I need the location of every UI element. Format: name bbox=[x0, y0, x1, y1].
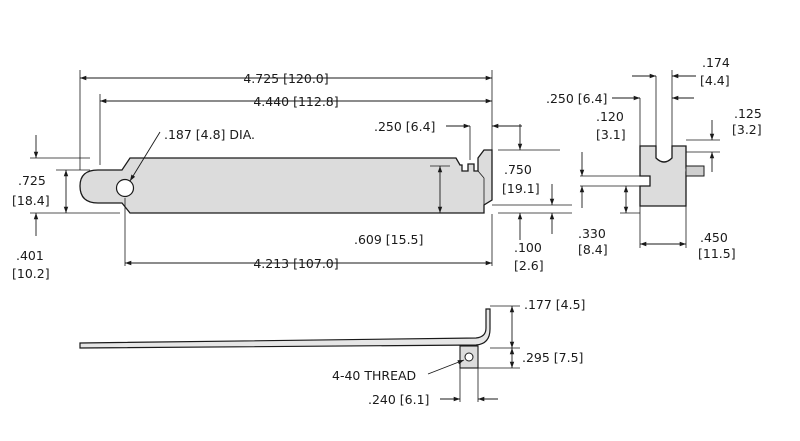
dim-body-height-in: .750 bbox=[504, 162, 532, 177]
dim-end-174-in: .174 bbox=[702, 55, 730, 70]
dim-hole-diameter: .187 [4.8] DIA. bbox=[164, 127, 255, 142]
dim-end-174-mm: [4.4] bbox=[700, 73, 730, 88]
dim-end-250: .250 [6.4] bbox=[546, 91, 607, 106]
dim-end-125-in: .125 bbox=[734, 106, 762, 121]
dim-end-330-mm: [8.4] bbox=[578, 242, 608, 257]
side-profile bbox=[79, 308, 491, 349]
end-view bbox=[579, 70, 720, 248]
dim-side-295: .295 [7.5] bbox=[522, 350, 583, 365]
dim-end-120-mm: [3.1] bbox=[596, 127, 626, 142]
side-view bbox=[79, 305, 520, 402]
dim-left-height-in: .725 bbox=[18, 173, 46, 188]
end-nut bbox=[685, 165, 705, 177]
dim-end-120-in: .120 bbox=[596, 109, 624, 124]
mounting-hole bbox=[115, 178, 135, 198]
dim-left-height-mm: [18.4] bbox=[12, 193, 50, 208]
dim-overall-length: 4.725 [120.0] bbox=[243, 71, 328, 86]
dim-side-240: .240 [6.1] bbox=[368, 392, 429, 407]
dim-slot-height: .609 [15.5] bbox=[354, 232, 423, 247]
dim-body-height-mm: [19.1] bbox=[502, 181, 540, 196]
thread-label: 4-40 THREAD bbox=[332, 368, 416, 383]
dim-hole-height-in: .401 bbox=[16, 248, 44, 263]
dim-bottom-step-mm: [2.6] bbox=[514, 258, 544, 273]
dim-inner-length: 4.440 [112.8] bbox=[253, 94, 338, 109]
dim-end-450-in: .450 bbox=[700, 230, 728, 245]
dim-side-177: .177 [4.5] bbox=[524, 297, 585, 312]
dim-tab-offset: .250 [6.4] bbox=[374, 119, 435, 134]
dim-end-125-mm: [3.2] bbox=[732, 122, 762, 137]
end-flange bbox=[639, 145, 697, 207]
dim-end-330-in: .330 bbox=[578, 226, 606, 241]
front-view bbox=[30, 70, 572, 266]
dim-hole-to-end: 4.213 [107.0] bbox=[253, 256, 338, 271]
bracket-body bbox=[79, 149, 493, 214]
dim-bottom-step-in: .100 bbox=[514, 240, 542, 255]
dim-hole-height-mm: [10.2] bbox=[12, 266, 50, 281]
dim-end-450-mm: [11.5] bbox=[698, 246, 736, 261]
